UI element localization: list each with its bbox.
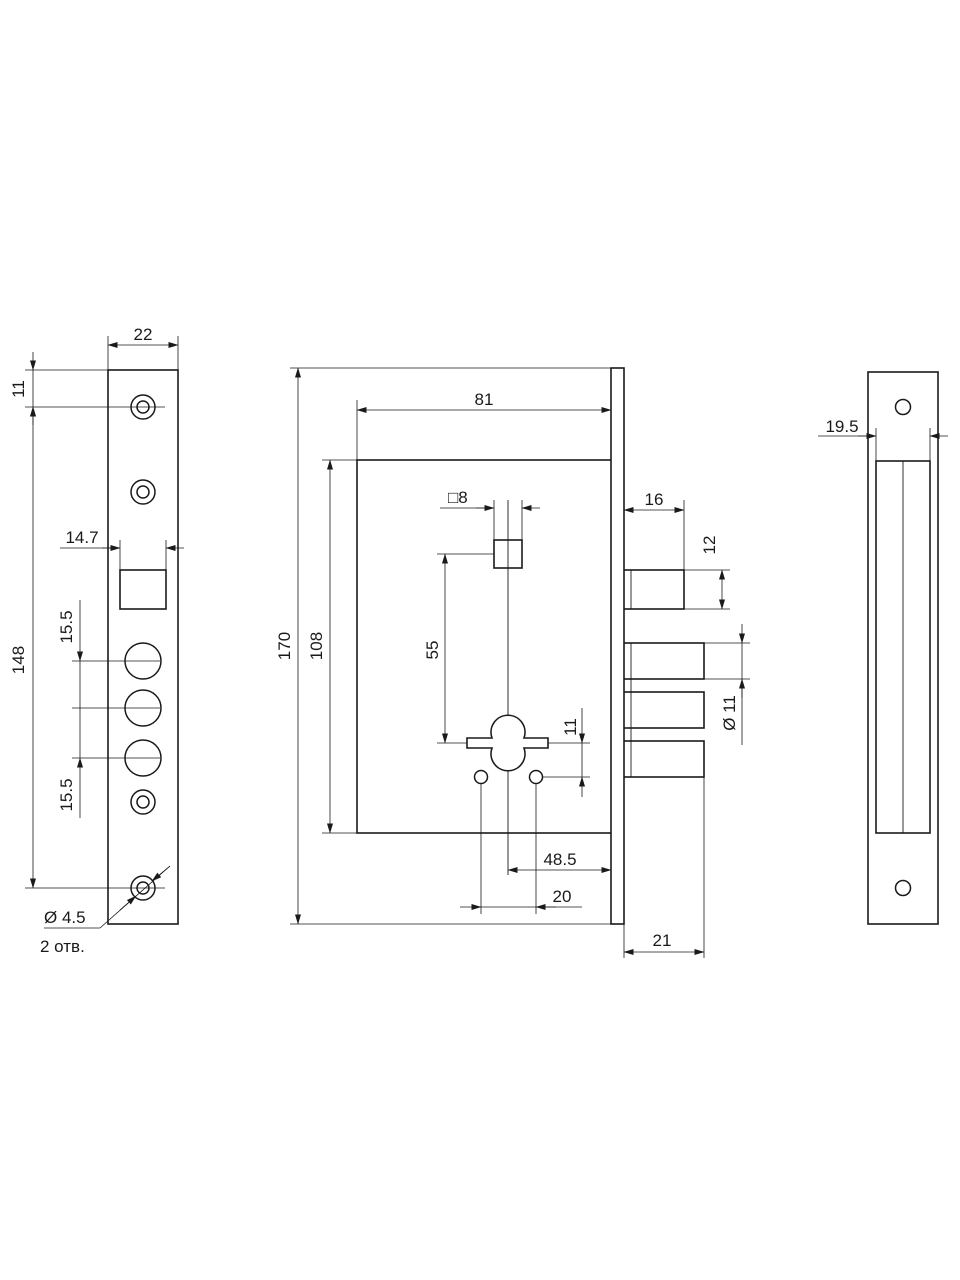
dim-19-5: 19.5	[825, 417, 858, 436]
dim-15-5-lower: 15.5	[57, 778, 76, 811]
dim-81: 81	[475, 390, 494, 409]
dim-diameter-11: Ø 11	[720, 695, 739, 731]
hole-count-label: 2 отв.	[40, 937, 85, 956]
deadbolt-1	[613, 642, 705, 680]
lock-case	[356, 459, 615, 834]
screw-hole-left	[473, 769, 489, 785]
dim-170: 170	[275, 632, 294, 660]
dim-55: 55	[423, 641, 442, 660]
dim-22: 22	[134, 325, 153, 344]
dim-15-5-upper: 15.5	[57, 610, 76, 643]
dim-20: 20	[553, 887, 572, 906]
deadbolt-2	[613, 691, 705, 729]
keyhole-icon	[466, 714, 549, 772]
dim-11-keyhole: 11	[561, 718, 580, 736]
dim-11-top: 11	[9, 380, 28, 398]
screw-hole-icon	[130, 479, 156, 505]
dim-16: 16	[645, 490, 664, 509]
deadbolt-3	[613, 740, 705, 778]
strike-hole-top	[894, 398, 912, 416]
dim-48-5: 48.5	[543, 850, 576, 869]
dim-12: 12	[700, 536, 719, 555]
latch-bolt	[613, 569, 685, 610]
dim-14-7: 14.7	[65, 528, 98, 547]
dim-21: 21	[653, 931, 672, 950]
dim-148: 148	[9, 646, 28, 674]
latch-opening	[119, 569, 167, 610]
dim-108: 108	[307, 632, 326, 660]
dim-diameter-4-5: Ø 4.5	[44, 908, 86, 927]
front-plate-edge	[610, 367, 625, 925]
strike-plate-view: 19.5	[818, 371, 948, 925]
screw-hole-right	[528, 769, 544, 785]
dim-square-8: □8	[448, 488, 468, 507]
strike-hole-bottom	[894, 879, 912, 897]
lock-body-view: 170 108 81 □8 55 11 48.5	[275, 367, 750, 958]
front-plate-view: 22 11 148 14.7 15.5 15.5	[9, 325, 184, 956]
screw-hole-lower-icon	[130, 789, 156, 815]
